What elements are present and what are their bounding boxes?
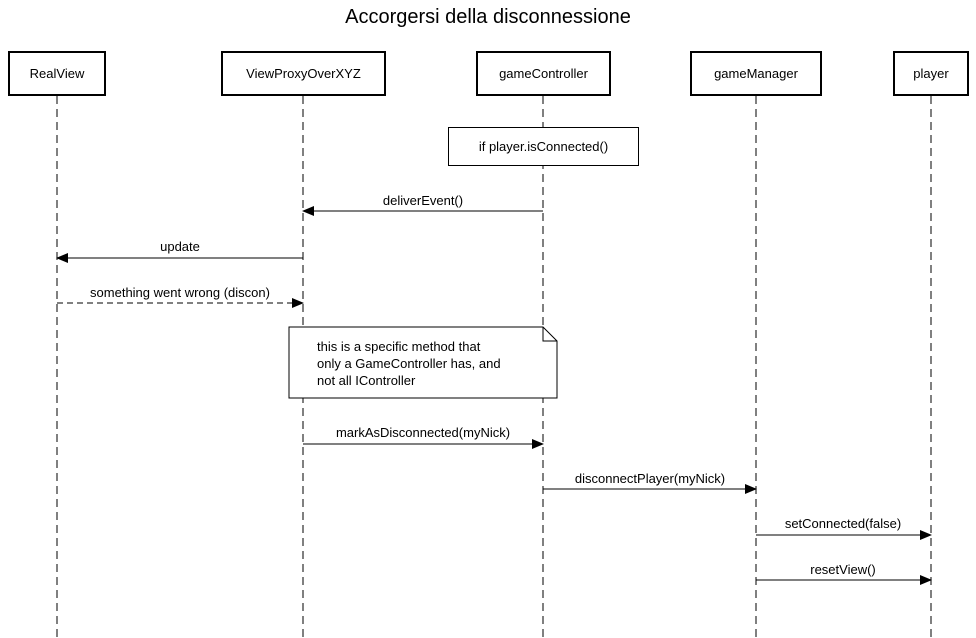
participant-realview[interactable]: RealView	[8, 51, 106, 96]
note-shape	[288, 326, 558, 399]
note-line: this is a specific method that	[317, 339, 481, 354]
message-label-set-connected: setConnected(false)	[784, 516, 902, 531]
note-fold	[542, 327, 557, 342]
condition-box: if player.isConnected()	[448, 127, 639, 166]
message-label-deliver-event: deliverEvent()	[382, 193, 464, 208]
message-label-reset-view: resetView()	[810, 562, 876, 577]
message-label-mark-as-disconnected: markAsDisconnected(myNick)	[335, 425, 511, 440]
participant-gamemanager[interactable]: gameManager	[690, 51, 822, 96]
participant-gamecontroller[interactable]: gameController	[476, 51, 611, 96]
note-line: not all IController	[317, 373, 416, 388]
note-text: this is a specific method that only a Ga…	[317, 338, 547, 389]
message-label-disconnect-player: disconnectPlayer(myNick)	[574, 471, 726, 486]
participant-player[interactable]: player	[893, 51, 969, 96]
diagram-title: Accorgersi della disconnessione	[345, 6, 631, 28]
message-label-something-went-wrong: something went wrong (discon)	[90, 285, 270, 300]
message-label-update: update	[160, 239, 200, 254]
note-line: only a GameController has, and	[317, 356, 501, 371]
participant-viewproxyoverxyz[interactable]: ViewProxyOverXYZ	[221, 51, 386, 96]
